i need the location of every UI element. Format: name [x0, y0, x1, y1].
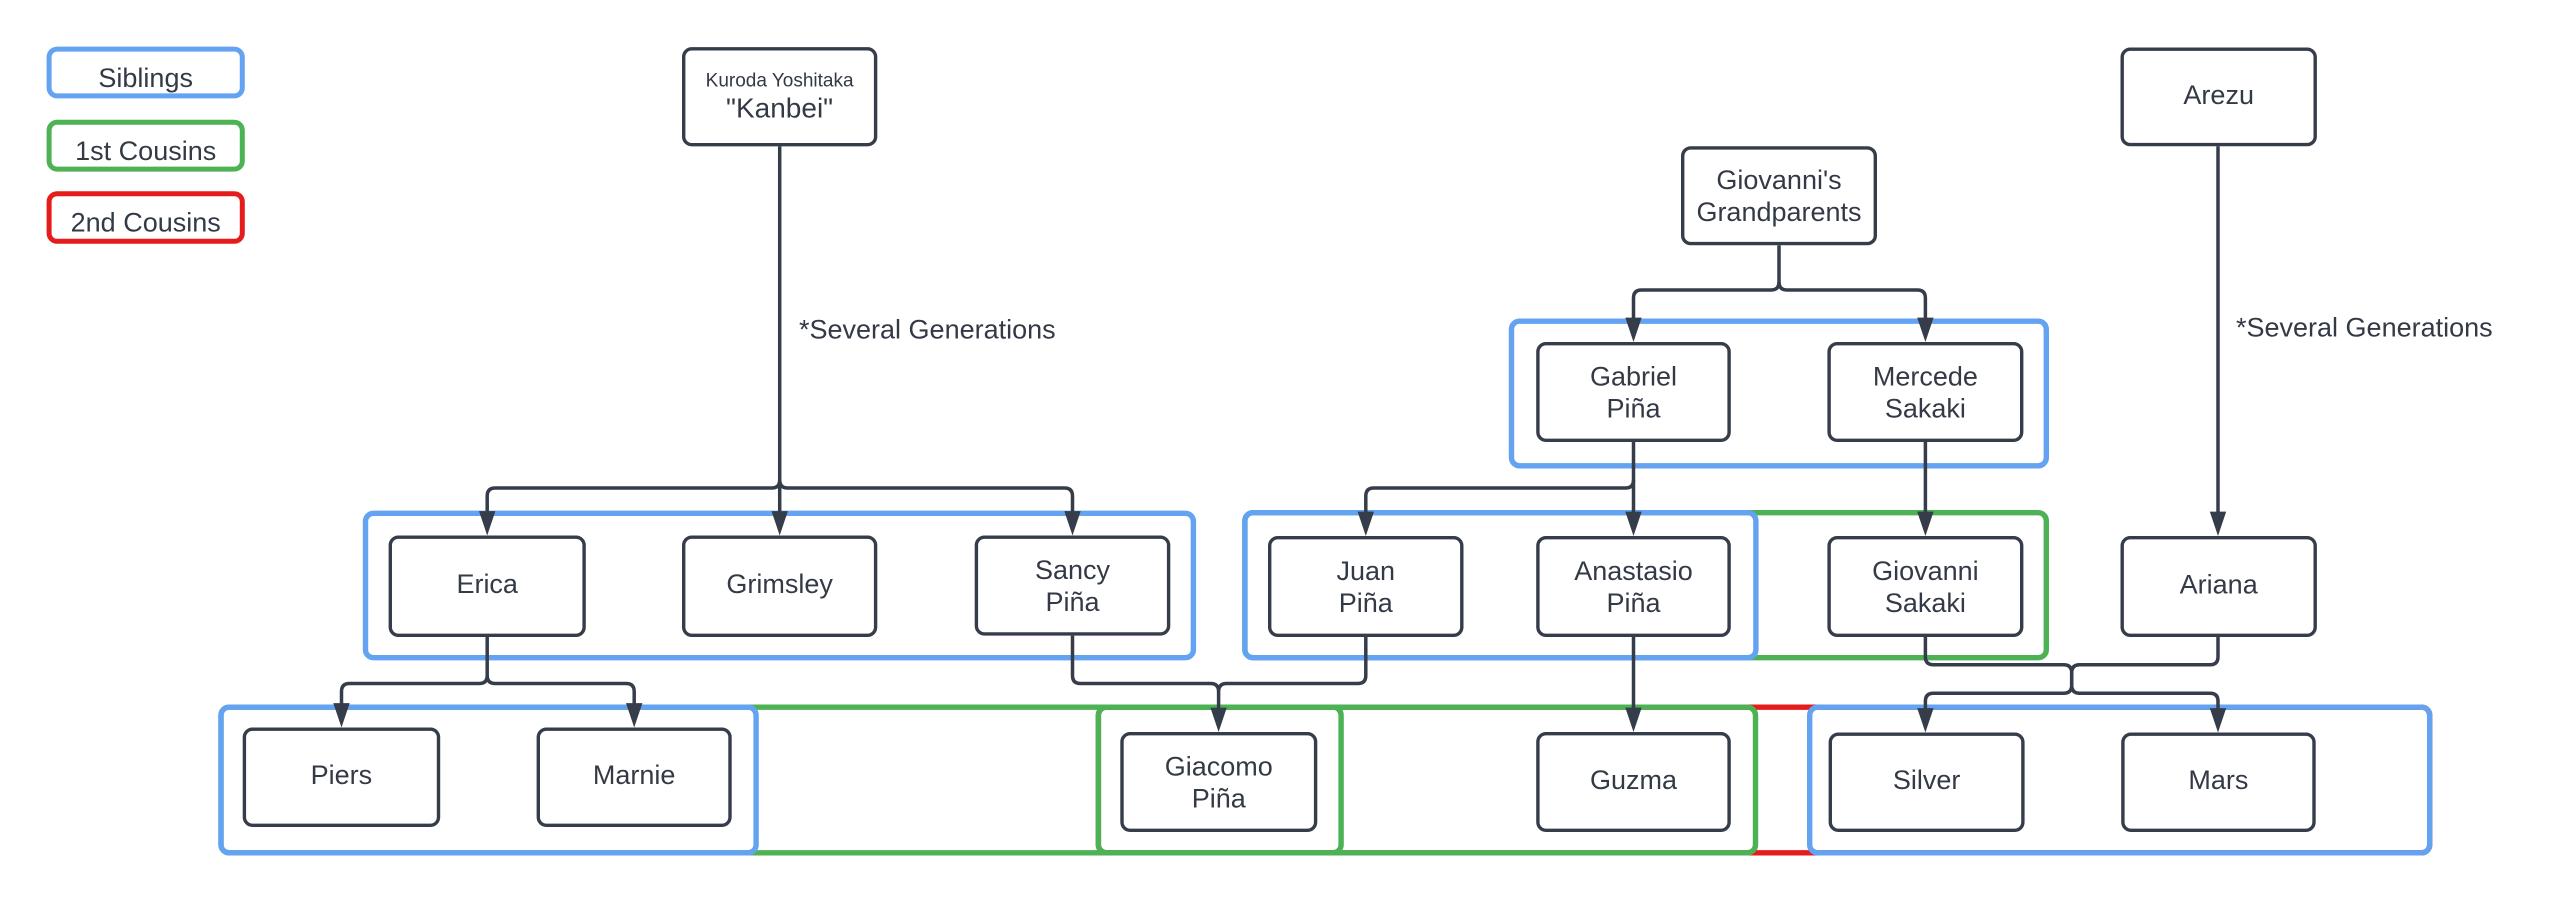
svg-text:Juan: Juan [1337, 556, 1396, 586]
svg-text:"Kanbei": "Kanbei" [726, 93, 833, 124]
svg-text:Grimsley: Grimsley [726, 569, 833, 599]
svg-text:Giovanni's: Giovanni's [1716, 165, 1841, 195]
svg-text:Erica: Erica [456, 569, 518, 599]
svg-text:Grandparents: Grandparents [1696, 197, 1861, 227]
svg-text:Mars: Mars [2188, 765, 2248, 795]
svg-text:Siblings: Siblings [98, 63, 193, 93]
svg-text:Arezu: Arezu [2183, 80, 2254, 110]
svg-text:Piña: Piña [1045, 587, 1100, 617]
svg-text:1st Cousins: 1st Cousins [75, 136, 216, 166]
svg-text:*Several Generations: *Several Generations [799, 314, 1056, 344]
svg-text:Giovanni: Giovanni [1872, 556, 1979, 586]
svg-text:Kuroda Yoshitaka: Kuroda Yoshitaka [706, 71, 854, 92]
svg-text:*Several Generations: *Several Generations [2236, 312, 2493, 342]
svg-text:Mercede: Mercede [1873, 362, 1978, 392]
svg-text:Piña: Piña [1192, 784, 1247, 814]
svg-text:Sancy: Sancy [1035, 555, 1111, 585]
svg-text:Gabriel: Gabriel [1590, 362, 1677, 392]
svg-text:Piers: Piers [311, 760, 373, 790]
svg-text:Ariana: Ariana [2180, 570, 2259, 600]
svg-text:Sakaki: Sakaki [1885, 394, 1966, 424]
svg-text:Piña: Piña [1606, 588, 1661, 618]
svg-text:Giacomo: Giacomo [1165, 752, 1273, 782]
svg-text:2nd Cousins: 2nd Cousins [71, 208, 221, 238]
svg-text:Anastasio: Anastasio [1574, 556, 1693, 586]
svg-text:Sakaki: Sakaki [1885, 588, 1966, 618]
svg-text:Piña: Piña [1339, 588, 1394, 618]
svg-text:Marnie: Marnie [593, 760, 676, 790]
svg-text:Silver: Silver [1893, 765, 1961, 795]
svg-text:Guzma: Guzma [1590, 765, 1678, 795]
svg-text:Piña: Piña [1606, 394, 1661, 424]
